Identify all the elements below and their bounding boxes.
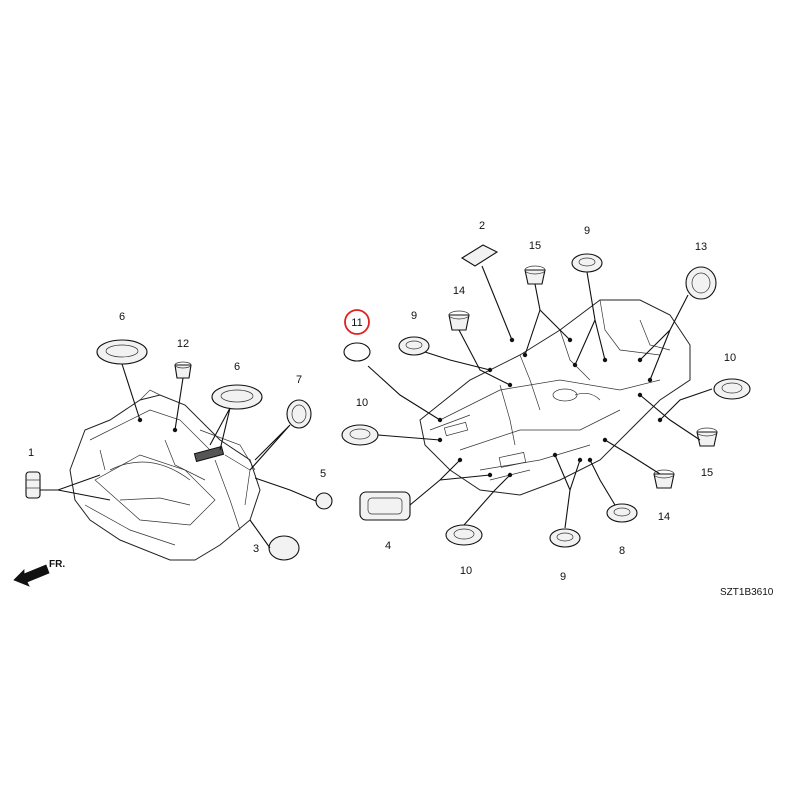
callout-10c: 10 [460,565,472,577]
callout-4: 4 [385,540,391,552]
callout-10b: 10 [356,397,368,409]
callout-3: 3 [253,543,259,555]
callout-6b: 6 [234,361,240,373]
part-9-grommet [549,528,581,548]
part-1-grommet [25,471,41,499]
drawing-code: SZT1B3610 [720,587,774,598]
part-15-clip [696,427,718,447]
part-2-pad [460,244,499,267]
callout-15b: 15 [701,467,713,479]
callout-11: 11 [351,317,362,329]
callout-2: 2 [479,220,485,232]
part-7-grommet [286,399,312,429]
callout-9b: 9 [411,310,417,322]
callout-13: 13 [695,241,707,253]
part-10-grommet [445,524,483,546]
front-direction-arrow: FR. [13,559,65,587]
part-6b-plug [211,384,263,410]
part-5-cap [315,492,333,510]
direction-label: FR. [49,559,65,570]
callout-14b: 14 [658,511,670,523]
part-13-grommet [685,266,717,300]
leader-lines [40,265,713,549]
callout-15a: 15 [529,240,541,252]
part-15-clip [524,265,546,285]
callout-12: 12 [177,338,189,350]
part-9-grommet [571,253,603,273]
part-8-grommet [606,503,638,523]
part-14-clip [653,469,675,489]
callout-9a: 9 [584,225,590,237]
floor-pan-structure [419,299,691,496]
callout-7: 7 [296,374,302,386]
part-14-clip [448,310,470,331]
callout-9c: 9 [560,571,566,583]
part-12-clip [174,361,192,379]
callout-10a: 10 [724,352,736,364]
part-6a-plug [96,339,148,365]
arrow-left-icon [13,564,50,587]
callout-1: 1 [28,447,34,459]
part-11-ring [343,342,371,362]
part-3-plug [268,535,300,561]
callout-8: 8 [619,545,625,557]
part-10-grommet [341,424,379,446]
part-4-plug [359,491,411,521]
callout-11-highlight-ring [344,309,370,335]
part-10-grommet [713,378,751,400]
callout-14a: 14 [453,285,465,297]
front-body-structure [69,389,261,561]
callout-6a: 6 [119,311,125,323]
part-9-grommet [398,336,430,356]
callout-labels: 1 2 3 4 5 6 6 7 8 9 9 9 10 10 10 11 12 1… [28,220,736,583]
callout-5: 5 [320,468,326,480]
